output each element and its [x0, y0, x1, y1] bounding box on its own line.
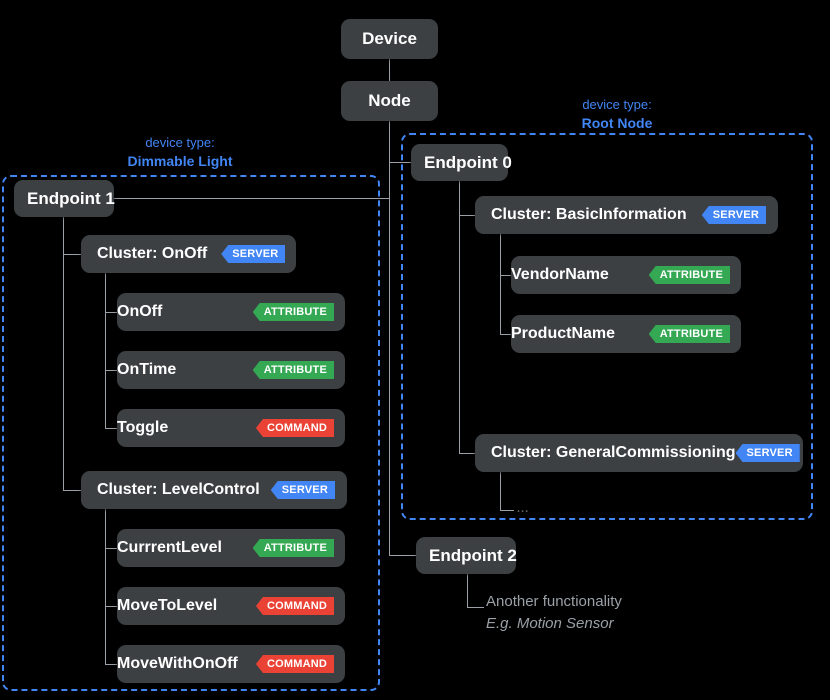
connector-levelcontrol-item-currentlevel: [105, 548, 120, 549]
cluster-levelcontrol-label: Cluster: LevelControl: [97, 481, 260, 498]
cluster-basicinformation-label: Cluster: BasicInformation: [491, 206, 687, 223]
device-type-prefix: device type:: [582, 97, 652, 112]
node-item-currrentlevel[interactable]: CurrrentLevel ATTRIBUTE: [117, 529, 345, 567]
cluster-generalcommissioning-label: Cluster: GeneralCommissioning: [491, 444, 736, 461]
connector-endpoint1-spine: [63, 217, 64, 490]
node-node[interactable]: Node: [341, 81, 438, 121]
connector-endpoint2-spine: [467, 574, 468, 608]
connector-onoff-item-toggle: [105, 428, 120, 429]
endpoint-2-note-line2: E.g. Motion Sensor: [486, 614, 614, 632]
node-item-onoff[interactable]: OnOff ATTRIBUTE: [117, 293, 345, 331]
badge-command: COMMAND: [255, 655, 334, 673]
connector-levelcontrol-spine: [105, 508, 106, 664]
connector-basicinfo-item-productname: [500, 334, 513, 335]
connector-node-trunk: [389, 120, 390, 556]
node-endpoint-0[interactable]: Endpoint 0: [411, 144, 512, 181]
connector-basicinfo-item-vendorname: [500, 275, 513, 276]
item-onoff-label: OnOff: [117, 303, 163, 320]
connector-device-node: [389, 58, 390, 81]
endpoint-1-label: Endpoint 1: [27, 188, 115, 208]
badge-attribute: ATTRIBUTE: [252, 303, 334, 321]
connector-basicinfo-spine: [500, 233, 501, 334]
badge-server: SERVER: [221, 245, 286, 263]
node-item-vendorname[interactable]: VendorName ATTRIBUTE: [511, 256, 741, 294]
connector-endpoint0-spine: [459, 181, 460, 453]
badge-server: SERVER: [270, 481, 335, 499]
badge-attribute: ATTRIBUTE: [648, 266, 730, 284]
connector-onoff-spine: [105, 272, 106, 428]
endpoint-2-note-line1: Another functionality: [486, 593, 622, 610]
node-endpoint-1[interactable]: Endpoint 1: [14, 180, 115, 217]
device-type-caption-root-node: device type: Root Node: [532, 96, 702, 132]
node-cluster-levelcontrol[interactable]: Cluster: LevelControl SERVER: [81, 471, 347, 509]
connector-endpoint1-levelcontrol: [63, 490, 81, 491]
connector-endpoint1-onoff: [63, 254, 81, 255]
node-cluster-generalcommissioning[interactable]: Cluster: GeneralCommissioning SERVER: [475, 434, 803, 472]
generalcommissioning-ellipsis: ...: [517, 503, 530, 515]
connector-onoff-item-ontime: [105, 370, 120, 371]
item-movewithonoff-label: MoveWithOnOff: [117, 655, 238, 672]
badge-command: COMMAND: [255, 419, 334, 437]
endpoint-2-note: Another functionality E.g. Motion Sensor: [486, 591, 622, 635]
connector-onoff-item-onoff: [105, 312, 120, 313]
badge-attribute: ATTRIBUTE: [252, 539, 334, 557]
endpoint-2-label: Endpoint 2: [429, 545, 517, 565]
node-item-productname[interactable]: ProductName ATTRIBUTE: [511, 315, 741, 353]
node-device-label: Device: [362, 29, 417, 48]
node-item-toggle[interactable]: Toggle COMMAND: [117, 409, 345, 447]
connector-endpoint0-basicinfo: [459, 215, 476, 216]
endpoint-0-label: Endpoint 0: [424, 152, 512, 172]
device-type-prefix: device type:: [145, 135, 215, 150]
item-vendorname-label: VendorName: [511, 266, 609, 283]
cluster-onoff-label: Cluster: OnOff: [97, 245, 208, 262]
node-device[interactable]: Device: [341, 19, 438, 59]
badge-server: SERVER: [701, 206, 766, 224]
connector-levelcontrol-item-movetolevel: [105, 606, 120, 607]
badge-attribute: ATTRIBUTE: [252, 361, 334, 379]
connector-generalcommissioning-spine: [500, 471, 501, 511]
connector-endpoint0-generalcommissioning: [459, 453, 476, 454]
node-item-ontime[interactable]: OnTime ATTRIBUTE: [117, 351, 345, 389]
device-type-name: Root Node: [581, 114, 653, 131]
item-movetolevel-label: MoveToLevel: [117, 597, 218, 614]
badge-server: SERVER: [735, 444, 800, 462]
badge-attribute: ATTRIBUTE: [648, 325, 730, 343]
connector-trunk-endpoint1: [113, 198, 390, 199]
device-type-caption-dimmable-light: device type: Dimmable Light: [95, 134, 265, 170]
connector-levelcontrol-item-movewithonoff: [105, 664, 120, 665]
node-endpoint-2[interactable]: Endpoint 2: [416, 537, 517, 574]
connector-generalcommissioning-stub: [500, 510, 514, 511]
item-toggle-label: Toggle: [117, 419, 169, 436]
item-currrentlevel-label: CurrrentLevel: [117, 539, 222, 556]
node-cluster-onoff[interactable]: Cluster: OnOff SERVER: [81, 235, 296, 273]
connector-trunk-endpoint2: [389, 555, 416, 556]
device-type-name: Dimmable Light: [127, 152, 233, 169]
node-item-movewithonoff[interactable]: MoveWithOnOff COMMAND: [117, 645, 345, 683]
connector-endpoint2-note: [467, 607, 484, 608]
item-productname-label: ProductName: [511, 325, 616, 342]
node-node-label: Node: [368, 91, 411, 110]
badge-command: COMMAND: [255, 597, 334, 615]
node-cluster-basicinformation[interactable]: Cluster: BasicInformation SERVER: [475, 196, 778, 234]
item-ontime-label: OnTime: [117, 361, 177, 378]
connector-trunk-endpoint0: [389, 162, 411, 163]
node-item-movetolevel[interactable]: MoveToLevel COMMAND: [117, 587, 345, 625]
